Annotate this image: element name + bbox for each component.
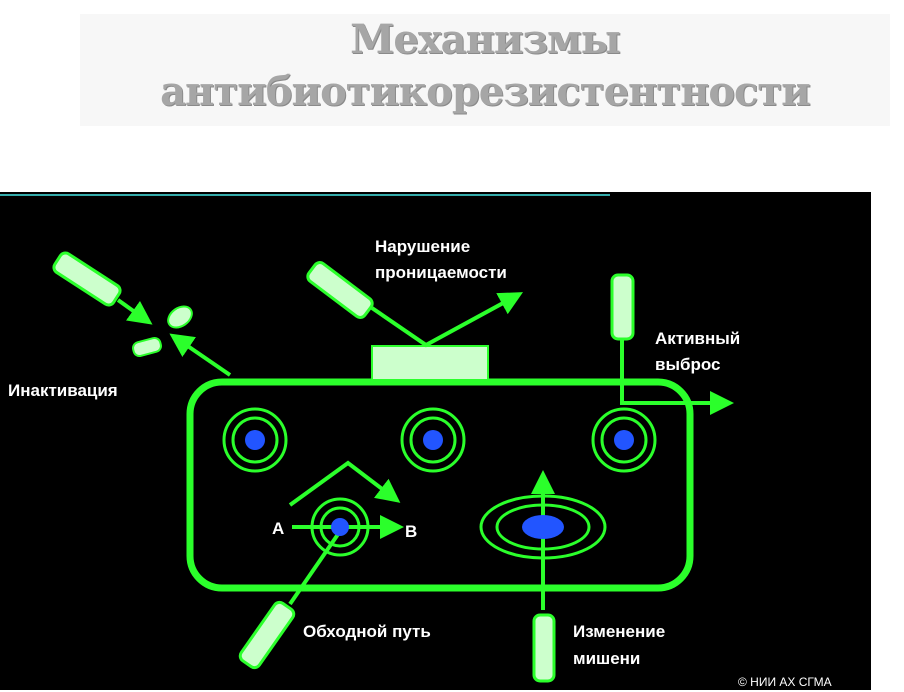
arrow-inactivation-in [116,298,153,325]
antibiotic-capsule-bypass [238,600,296,670]
label-inactivation: Инактивация [8,381,118,400]
title-line-2: антибиотикорезистентности [160,68,811,115]
target-site-3 [591,407,657,473]
label-efflux: Активный [655,329,740,348]
target-core [423,430,443,450]
title-line-1: Механизмы [350,16,621,63]
label-bypass: Обходной путь [303,622,431,641]
arrow-efflux [620,340,734,415]
target-core [614,430,634,450]
target-core-modified [522,515,564,539]
antibiotic-capsule-efflux [610,273,635,341]
label-permeability-2: проницаемости [375,263,507,282]
label-permeability: Нарушение [375,237,470,256]
target-core [331,518,349,536]
bacterial-cell [186,378,694,592]
target-core [245,430,265,450]
antibiotic-capsule-target [532,613,556,683]
arrow-permeability [370,292,524,348]
antibiotic-fragment [132,336,162,358]
arrow-inactivation-out [169,333,232,377]
antibiotic-capsule-inactivation [52,251,122,307]
target-site-2 [400,407,466,473]
arrow-bypass-path [288,460,401,507]
label-efflux-2: выброс [655,355,720,374]
antibiotic-capsule-permeability [306,261,374,319]
slide-title: Механизмы антибиотикорезистентности [80,14,890,126]
label-target-change-2: мишени [573,649,640,668]
copyright: © НИИ АХ СГМА [738,675,832,689]
porin-membrane [371,345,489,381]
arrow-bypass-drug [288,525,345,606]
label-target-change: Изменение [573,622,665,641]
label-a: A [272,519,284,538]
antibiotic-fragment [167,305,193,329]
label-b: B [405,522,417,541]
target-site-1 [222,407,288,473]
